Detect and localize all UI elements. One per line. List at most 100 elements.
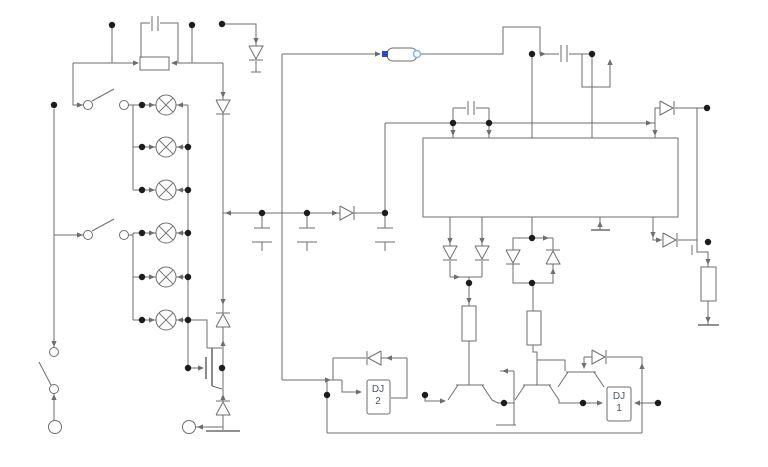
junction-dot <box>138 316 146 324</box>
junction-dot <box>528 50 536 58</box>
flow-arrow <box>77 232 83 238</box>
flow-arrow <box>197 424 203 430</box>
wire-segment <box>512 264 532 284</box>
switch-contact[interactable] <box>83 230 93 240</box>
diode-symbol[interactable] <box>215 99 231 115</box>
junction-dot <box>528 279 536 287</box>
diode-symbol[interactable] <box>591 349 607 365</box>
fuse-body[interactable] <box>386 47 418 62</box>
relay-box-dj2[interactable] <box>366 379 391 415</box>
junction-dot <box>588 50 596 58</box>
flow-arrow <box>543 235 549 241</box>
terminal-circle[interactable] <box>48 420 62 434</box>
resistor-symbol[interactable] <box>461 305 477 342</box>
flow-arrow <box>639 363 645 369</box>
lamp-cross <box>158 225 174 241</box>
junction-dot <box>138 186 146 194</box>
wire-segment <box>654 107 660 123</box>
wire-segment <box>341 380 359 393</box>
diode-symbol[interactable] <box>215 400 231 416</box>
switch-contact[interactable] <box>119 230 129 240</box>
junction-dot <box>184 186 192 194</box>
wire-segment <box>581 54 611 88</box>
wire-segment <box>391 358 408 399</box>
flow-arrow <box>581 363 587 369</box>
flow-arrow <box>177 187 183 193</box>
diode-symbol[interactable] <box>339 205 355 221</box>
flow-arrow <box>450 130 456 136</box>
relay-box-dj1[interactable] <box>606 386 632 422</box>
junction-dot <box>184 364 192 372</box>
switch-arm[interactable] <box>38 361 52 386</box>
junction-dot <box>421 391 429 399</box>
resistor-symbol[interactable] <box>139 56 170 71</box>
flow-arrow <box>171 60 177 66</box>
junction-dot <box>184 229 192 237</box>
diode-triangle <box>505 249 521 265</box>
wire-segment <box>140 22 150 57</box>
junction-dot <box>303 209 311 217</box>
flow-arrow <box>225 210 231 216</box>
flow-arrow <box>375 51 381 57</box>
diode-symbol[interactable] <box>248 45 264 61</box>
ic-block[interactable] <box>422 137 679 218</box>
flow-arrow <box>177 274 183 280</box>
wire-segment <box>447 384 459 401</box>
junction-dot <box>184 316 192 324</box>
junction-dot <box>184 143 192 151</box>
diode-symbol[interactable] <box>545 249 561 265</box>
junction-dot <box>654 399 662 407</box>
junction-dot <box>218 20 226 28</box>
junction-dot <box>449 119 457 127</box>
junction-dot <box>703 104 711 112</box>
flow-arrow <box>149 317 155 323</box>
terminal-circle[interactable] <box>182 420 196 434</box>
diode-symbol[interactable] <box>659 100 675 116</box>
flow-arrow <box>51 394 57 400</box>
flow-arrow <box>440 398 446 404</box>
flow-arrow <box>177 144 183 150</box>
switch-arm[interactable] <box>91 218 115 232</box>
wire-segment <box>532 345 538 385</box>
relay-label: DJ <box>372 384 384 395</box>
diode-triangle <box>659 100 675 116</box>
flow-arrow <box>705 317 711 323</box>
junction-dot <box>138 229 146 237</box>
diode-symbol[interactable] <box>442 245 458 261</box>
junction-dot <box>188 21 196 29</box>
resistor-symbol[interactable] <box>700 266 717 302</box>
diode-symbol[interactable] <box>662 232 678 248</box>
lamp-cross <box>158 182 174 198</box>
junction-dot <box>138 273 146 281</box>
flow-arrow <box>220 394 226 400</box>
switch-contact[interactable] <box>49 384 59 394</box>
switch-contact[interactable] <box>83 100 93 110</box>
diode-triangle <box>442 245 458 261</box>
diode-symbol[interactable] <box>505 249 521 265</box>
diode-symbol[interactable] <box>215 312 231 328</box>
switch-contact[interactable] <box>49 347 59 357</box>
diode-symbol[interactable] <box>366 350 382 366</box>
diode-triangle <box>215 99 231 115</box>
switch-arm[interactable] <box>91 88 115 102</box>
wire-segment <box>491 399 514 404</box>
diode-triangle <box>545 249 561 265</box>
junction-dot <box>108 21 116 29</box>
resistor-symbol[interactable] <box>526 310 542 346</box>
flow-arrow <box>149 102 155 108</box>
flow-arrow <box>597 221 603 227</box>
junction-dot <box>218 364 226 372</box>
junction-dot <box>138 143 146 151</box>
flow-arrow <box>486 130 492 136</box>
wire-segment <box>557 371 569 388</box>
switch-contact[interactable] <box>119 100 129 110</box>
diode-symbol[interactable] <box>474 245 490 261</box>
diode-triangle <box>366 350 382 366</box>
flow-arrow <box>454 274 460 280</box>
wire-segment <box>652 217 662 241</box>
diode-triangle <box>474 245 490 261</box>
relay-label: 1 <box>616 403 622 414</box>
wire-segment <box>512 237 532 250</box>
